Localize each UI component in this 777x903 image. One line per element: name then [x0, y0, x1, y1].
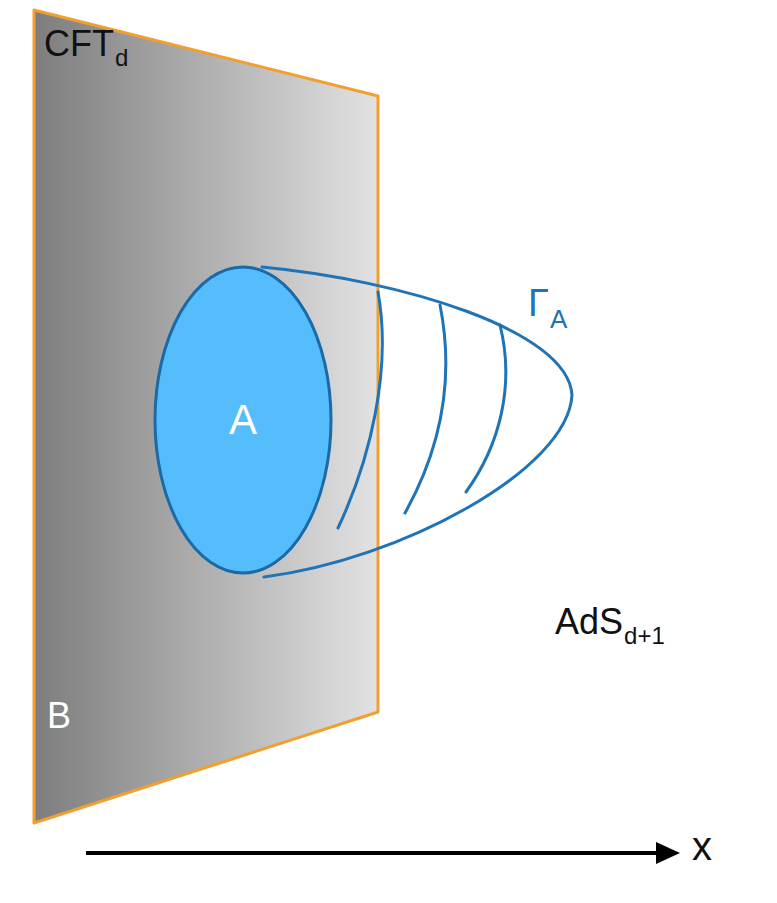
surface-arc	[405, 305, 446, 513]
region-ellipse	[155, 267, 331, 573]
node-label: CFT	[44, 26, 114, 62]
surface-outline	[262, 267, 572, 577]
axis-arrowhead	[656, 842, 680, 864]
node-label: d	[115, 46, 128, 70]
diagram-label: d+1	[624, 624, 665, 648]
node-label: B	[47, 698, 71, 734]
surface-arc	[338, 292, 382, 528]
surface-arc	[466, 325, 506, 492]
entangling-region: A	[153, 265, 333, 575]
boundary-plane: A CFTdB	[32, 8, 380, 825]
diagram-label: AdS	[555, 604, 623, 640]
axis-line	[86, 851, 660, 855]
node-label: A	[229, 399, 257, 441]
diagram-label: A	[550, 306, 567, 332]
diagram-label: Γ	[528, 284, 549, 322]
plane-polygon	[34, 10, 378, 823]
diagram-label: x	[692, 826, 712, 866]
minimal-surface	[262, 267, 572, 577]
